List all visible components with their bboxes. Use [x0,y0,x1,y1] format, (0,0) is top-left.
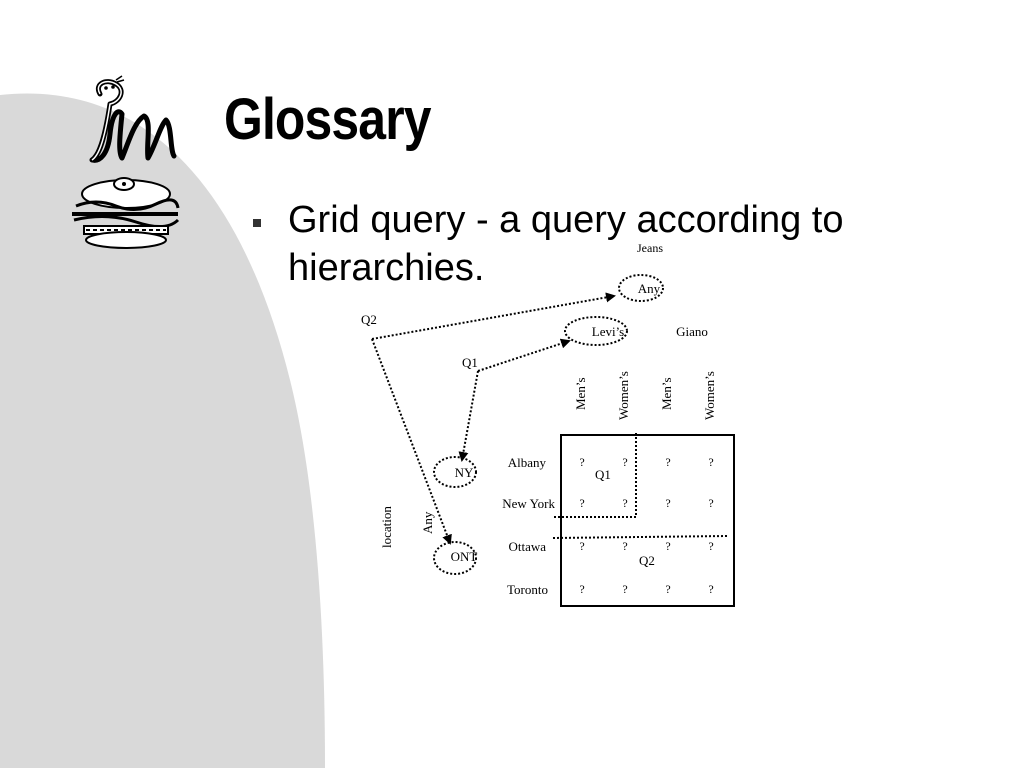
grid-cell: ? [665,455,670,469]
grid-cell: ? [708,539,713,553]
gender-label-2: Women’s [616,371,631,420]
grid-cell: ? [622,539,627,553]
grid-cell: ? [708,582,713,596]
q1-path-to-levis [477,338,571,372]
grid-cell: ? [665,582,670,596]
bullet-text: Grid query - a query according to hierar… [288,199,844,289]
sandwich-logo-icon [72,177,180,249]
city-label-toronto: Toronto [507,582,548,597]
state-label-ont: ONT [451,549,478,564]
city-label-albany: Albany [508,455,547,470]
grid-cell: ? [579,539,584,553]
brand-levis-node [564,316,628,346]
city-label-new-york: New York [502,496,555,511]
brand-label-giano: Giano [676,324,708,339]
grid-cell: ? [665,496,670,510]
snake-logo-icon [89,75,177,163]
q2-path-label: Q2 [361,312,377,327]
grid-cell: ? [622,582,627,596]
q1-region-boundary [554,433,637,518]
gender-label-3: Men’s [659,378,674,411]
gender-label-1: Men’s [573,378,588,411]
q2-region-label: Q2 [639,553,655,568]
grid-cell: ? [665,539,670,553]
state-label-ny: NY [455,465,474,480]
city-label-ottawa: Ottawa [508,539,546,554]
product-any-node [618,274,664,302]
grid-cell: ? [579,455,584,469]
product-any-label: Any [638,281,661,296]
grid-cell: ? [622,455,627,469]
state-ont-node [433,541,477,575]
q1-region-label: Q1 [595,467,611,482]
grid-cell: ? [708,455,713,469]
q1-path-label: Q1 [462,355,478,370]
grid-cell: ? [622,496,627,510]
grid-cell: ? [579,582,584,596]
bullet-marker [253,219,261,227]
q2-path-to-location-any [371,338,452,545]
grid-cell: ? [579,496,584,510]
product-root-label: Jeans [637,241,663,255]
grid-cell: ? [708,496,713,510]
q1-path-to-ny [458,370,479,462]
q2-path-to-product-any [371,292,616,340]
state-ny-node [433,456,477,488]
gender-label-4: Women’s [702,371,717,420]
slide-title: Glossary [224,87,431,152]
q2-region-boundary [552,535,728,539]
brand-label-levis: Levi’s [592,324,625,339]
location-axis-label: location [379,506,394,548]
grid-box [560,434,735,607]
location-any-label: Any [420,511,435,534]
